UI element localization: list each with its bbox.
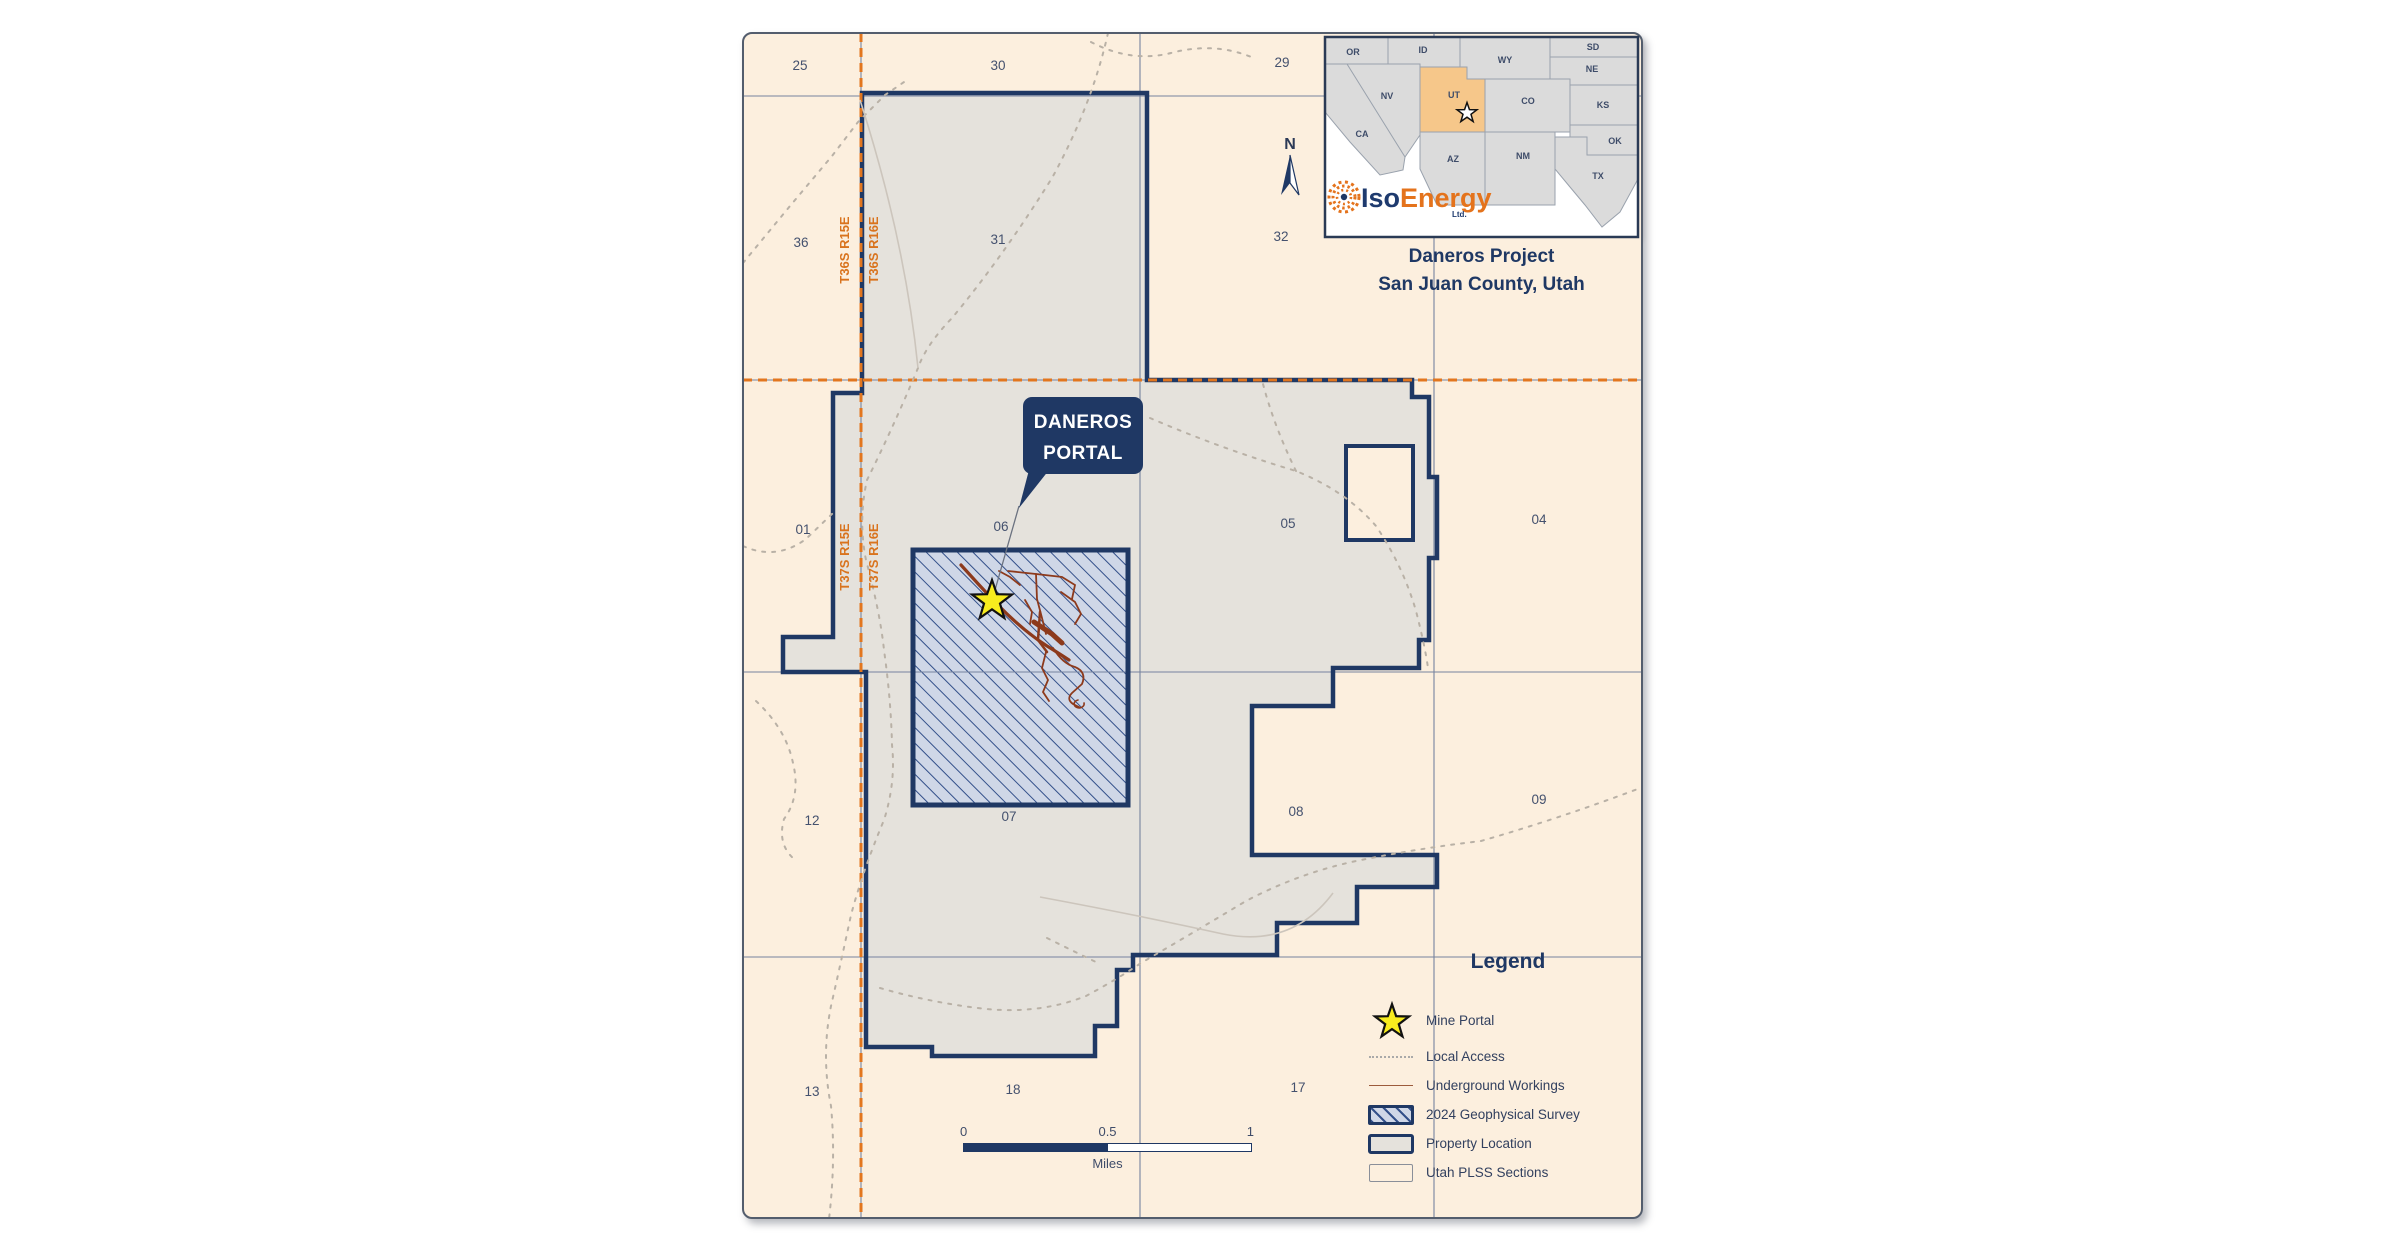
inset-locator-map: OR ID WY SD NE NV UT CO KS CA AZ NM OK T… [1323,35,1640,239]
map-title-line2: San Juan County, Utah [1378,274,1585,295]
legend-item-underground-workings: Underground Workings [1368,1071,1648,1100]
section-label: 07 [1001,809,1016,824]
map-title-line1: Daneros Project [1408,246,1555,267]
callout-leader-line [992,505,1020,598]
section-label: 25 [792,58,807,73]
north-arrow: N [1281,136,1300,196]
legend-item-label: 2024 Geophysical Survey [1426,1107,1580,1122]
township-label: T37S R16E [866,523,881,591]
geophysical-survey-area [910,547,1131,808]
state-label: AZ [1447,154,1459,164]
state-label: SD [1587,42,1600,52]
plss-sections-swatch [1368,1163,1414,1182]
state-label: NV [1381,91,1394,101]
legend-item-property-location: Property Location [1368,1129,1648,1158]
isoenergy-ltd: Ltd. [1452,210,1467,219]
isoenergy-logo: IsoEnergy Ltd. [1327,180,1492,219]
section-label: 29 [1274,55,1289,70]
scale-bar: 0 0.5 1 Miles [960,1124,1254,1171]
legend-title: Legend [1470,950,1546,973]
township-label: T36S R15E [837,216,852,284]
state-label: OR [1346,47,1360,57]
legend-item-label: Property Location [1426,1136,1532,1151]
isoenergy-wordmark: IsoEnergy [1361,183,1492,213]
map-frame-border [742,32,1643,1219]
state-label: KS [1597,100,1610,110]
local-access-swatch [1368,1055,1414,1058]
state-label: CO [1521,96,1535,106]
scale-bar-graphic [963,1143,1252,1152]
scale-tick-mid: 0.5 [1098,1124,1117,1139]
state-label: ID [1419,45,1429,55]
underground-workings [959,563,1085,709]
section-label: 01 [795,522,810,537]
inset-state-shapes [1324,36,1639,228]
section-label: 13 [804,1084,819,1099]
callout-line2: PORTAL [1043,443,1123,464]
legend-item-label: Mine Portal [1426,1012,1495,1028]
state-label: OK [1608,136,1622,146]
north-arrow-left [1281,155,1290,195]
legend-item-mine-portal: Mine Portal [1368,998,1648,1042]
north-label: N [1284,136,1296,153]
legend: Legend Mine Portal Local Access Undergro… [1368,950,1648,1187]
township-range-labels: T36S R15E T36S R16E T37S R15E T37S R16E [837,216,881,591]
township-label: T37S R15E [837,523,852,591]
daneros-portal-callout: DANEROS PORTAL [1019,397,1143,508]
scale-unit-label: Miles [1092,1156,1123,1171]
property-cutout-parcel [1344,444,1415,542]
state-label: UT [1448,90,1460,100]
map-panel: DANEROS PORTAL 25 30 29 36 31 32 01 06 0… [742,32,1643,1219]
property-location-swatch [1368,1133,1414,1154]
section-label: 06 [993,519,1008,534]
underground-workings-swatch [1368,1085,1414,1086]
inset-state-labels: OR ID WY SD NE NV UT CO KS CA AZ NM OK T… [1346,42,1622,181]
section-label: 32 [1273,229,1288,244]
legend-item-geophysical-survey: 2024 Geophysical Survey [1368,1100,1648,1129]
callout-line1: DANEROS [1034,412,1133,433]
section-label: 17 [1290,1080,1305,1095]
section-label: 30 [990,58,1005,73]
state-label: NM [1516,151,1530,161]
state-label: NE [1586,64,1599,74]
section-label: 18 [1005,1082,1020,1097]
scale-tick-0: 0 [960,1124,968,1139]
state-label: CA [1356,129,1369,139]
township-label: T36S R16E [866,216,881,284]
local-access-roads [743,33,1642,1218]
inset-border [1323,35,1640,239]
section-label: 08 [1288,804,1303,819]
scale-tick-1: 1 [1246,1124,1254,1139]
section-label: 04 [1531,512,1547,527]
minor-track-roads [859,99,1334,938]
section-label: 05 [1280,516,1295,531]
geophysical-survey-swatch [1368,1104,1414,1125]
state-label: TX [1592,171,1604,181]
property-location-outline [780,90,1440,1059]
section-label: 12 [804,813,819,828]
legend-item-local-access: Local Access [1368,1042,1648,1071]
legend-item-label: Underground Workings [1426,1078,1565,1093]
legend-item-label: Local Access [1426,1049,1505,1064]
map-title: Daneros Project San Juan County, Utah [1325,243,1638,299]
section-label: 36 [793,235,808,250]
legend-item-plss-sections: Utah PLSS Sections [1368,1158,1648,1187]
legend-item-label: Utah PLSS Sections [1426,1165,1549,1180]
isoenergy-sunburst-icon [1327,180,1361,214]
state-label: WY [1498,55,1513,65]
north-arrow-right [1289,154,1300,196]
section-number-labels: 25 30 29 36 31 32 01 06 05 04 12 07 08 0… [792,55,1547,1099]
township-boundary-lines [743,33,1642,1218]
section-label: 09 [1531,792,1546,807]
section-label: 31 [990,232,1005,247]
